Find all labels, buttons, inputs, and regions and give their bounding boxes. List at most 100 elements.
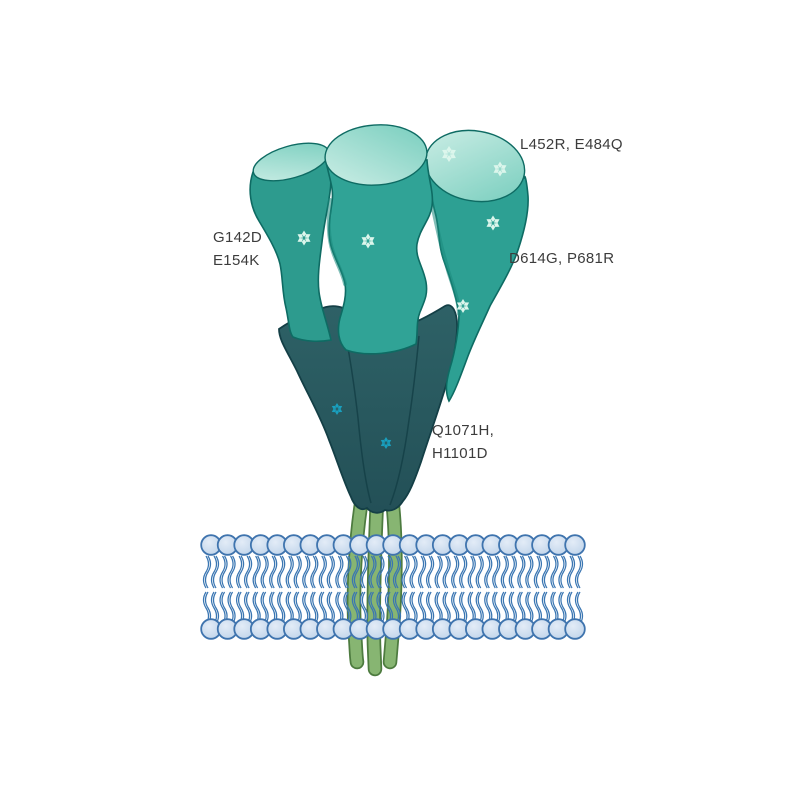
- lipid-tail: [361, 555, 369, 589]
- lipid-tail: [403, 555, 410, 589]
- transmembrane-helices: [346, 490, 403, 677]
- lipid-tail: [541, 555, 549, 589]
- lipid-tail: [550, 555, 557, 589]
- lipid-tail: [295, 591, 302, 625]
- lipid-tail: [392, 591, 400, 625]
- lipid-tail: [409, 591, 416, 625]
- lipid-tail: [451, 555, 458, 589]
- lipid-tail: [345, 591, 352, 625]
- lipid-tail: [444, 555, 451, 589]
- lipid-tail: [417, 555, 425, 589]
- lipid-tail: [302, 555, 309, 589]
- lipid-tail: [543, 555, 551, 589]
- lipid-tail: [442, 555, 449, 589]
- lipid-tail: [427, 591, 435, 625]
- lipid-tail: [535, 555, 543, 589]
- lipid-tail: [326, 555, 333, 589]
- lipid-tail: [401, 555, 408, 589]
- s2-mutation-asterisk-icon: [380, 437, 392, 449]
- lipid-tail: [326, 591, 333, 625]
- lipid-tail: [467, 555, 474, 589]
- lipid-tail: [204, 555, 212, 589]
- lipid-tail: [262, 555, 269, 589]
- lipid-tail: [411, 555, 418, 589]
- label-ntd-line2: E154K: [213, 252, 260, 269]
- lipid-tail: [519, 555, 526, 589]
- lipid-tail: [310, 555, 317, 589]
- lipid-tail: [386, 555, 394, 589]
- lipid-head: [564, 618, 586, 640]
- lipid-tail: [279, 591, 286, 625]
- lipid-tail: [343, 555, 350, 589]
- lipid-tail: [260, 555, 267, 589]
- s1-mutation-asterisk-icon: [486, 215, 500, 231]
- lipid-tail: [237, 555, 245, 589]
- lipid-tail: [245, 555, 253, 589]
- lipid-tail: [411, 591, 418, 625]
- lipid-tail: [568, 555, 576, 589]
- lipid-tail: [461, 555, 468, 589]
- lipid-tail: [494, 555, 501, 589]
- label-rbd-mutations: L452R, E484Q: [520, 136, 623, 153]
- lipid-tail: [229, 555, 236, 589]
- s1-center-cap: [324, 124, 428, 186]
- lipid-tail: [245, 591, 253, 625]
- lipid-tail: [361, 591, 369, 625]
- lipid-tail: [419, 555, 427, 589]
- lipid-tail: [359, 591, 367, 625]
- lipid-tail: [436, 555, 443, 589]
- lipid-tail: [212, 555, 220, 589]
- lipid-tail: [343, 591, 350, 625]
- mutation-markers: [297, 146, 507, 449]
- label-sd-mutations: D614G, P681R: [509, 250, 615, 267]
- lipid-bilayer: [200, 534, 586, 640]
- lipid-tail: [235, 555, 243, 589]
- lipid-tail: [394, 555, 402, 589]
- s2-division-line-right: [389, 335, 420, 506]
- lipid-tail: [351, 555, 359, 589]
- lipid-tail: [285, 555, 292, 589]
- lipid-tail: [335, 555, 342, 589]
- lipid-tail: [243, 555, 251, 589]
- lipid-tail: [318, 555, 325, 589]
- s1-center-seam-shadow: [326, 198, 347, 286]
- lipid-tail: [469, 555, 476, 589]
- lipid-tail: [475, 591, 482, 625]
- lipid-tail: [566, 555, 574, 589]
- lipid-tail: [269, 555, 276, 589]
- lipid-tail: [262, 591, 269, 625]
- lipid-tail: [312, 591, 319, 625]
- lipid-tail: [477, 591, 484, 625]
- s1-center-protomer: [324, 124, 434, 355]
- lipid-tail: [368, 555, 375, 589]
- lipid-tail: [337, 555, 344, 589]
- lipid-tail: [576, 591, 584, 625]
- lipid-tail: [527, 591, 534, 625]
- lipid-tail: [320, 555, 327, 589]
- lipid-tail: [279, 555, 286, 589]
- s1-mutation-asterisk-icon: [297, 230, 311, 246]
- lipid-tail: [453, 555, 460, 589]
- lipid-tail: [394, 591, 402, 625]
- lipid-tail: [293, 591, 300, 625]
- helix-center: [368, 494, 383, 675]
- lipid-tail: [558, 591, 565, 625]
- lipid-tail: [295, 555, 302, 589]
- lipid-tail: [378, 555, 385, 589]
- lipid-tail: [525, 555, 532, 589]
- s1-mutation-asterisk-icon: [442, 146, 456, 162]
- lipid-tail: [527, 555, 534, 589]
- lipid-tail: [376, 591, 383, 625]
- label-s2-mutations: Q1071H, H1101D: [432, 419, 494, 465]
- lipid-tail: [510, 591, 517, 625]
- s2-division-line-left: [344, 331, 372, 504]
- lipid-tail: [277, 555, 284, 589]
- lipid-tail: [459, 591, 466, 625]
- label-s2-line2: H1101D: [432, 445, 488, 462]
- lipid-tail: [560, 555, 567, 589]
- lipid-head: [564, 534, 586, 556]
- lipid-tail: [219, 555, 226, 589]
- lipid-tail: [378, 591, 385, 625]
- label-ntd-mutations: G142D E154K: [213, 226, 262, 272]
